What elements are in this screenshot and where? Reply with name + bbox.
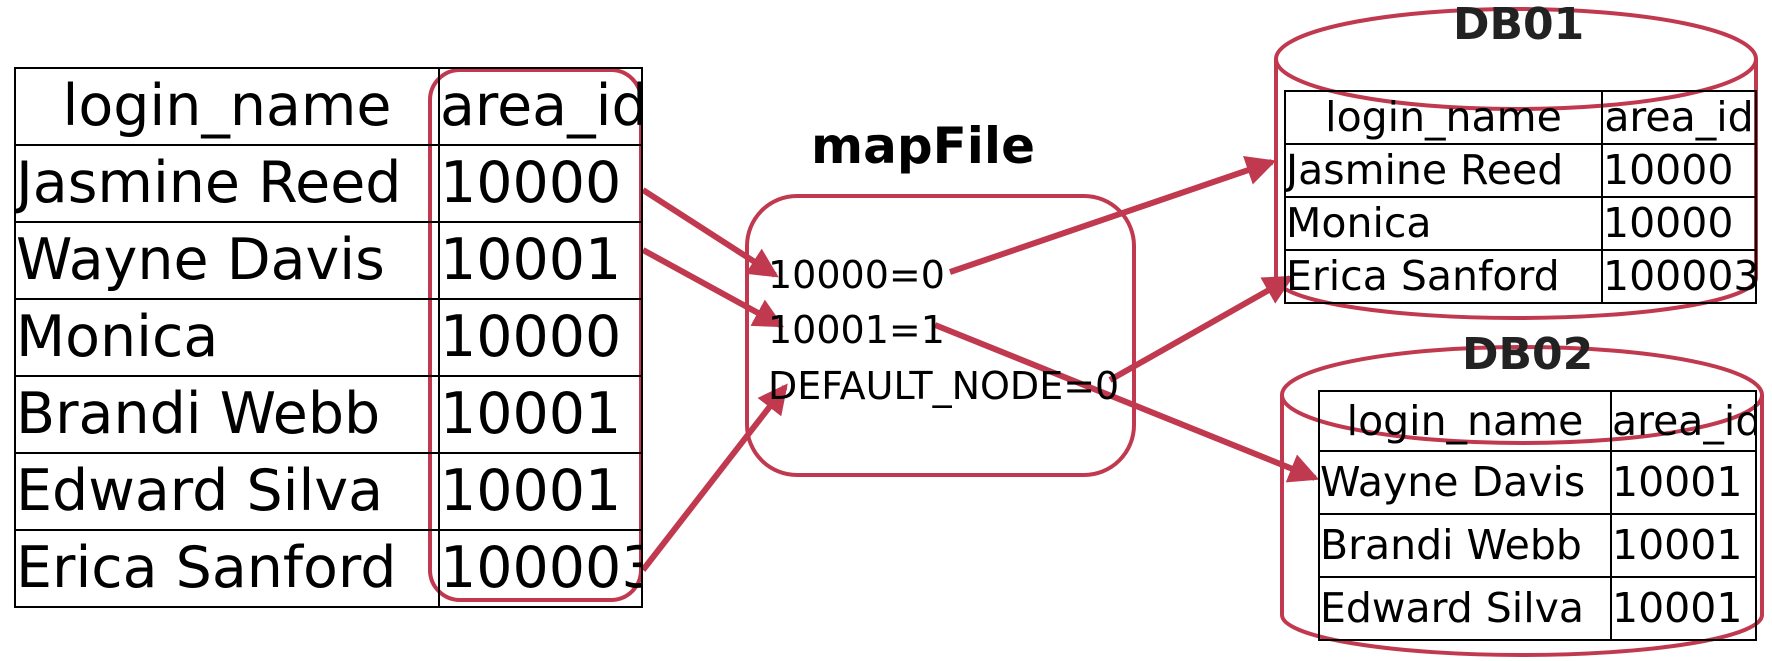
table-row: Edward Silva 10001 <box>14 452 643 531</box>
area-id-cell: 100003 <box>438 529 643 608</box>
area-id-cell: 10001 <box>438 375 643 454</box>
area-id-cell: 10000 <box>438 298 643 377</box>
login-name-cell: Erica Sanford <box>14 529 440 608</box>
db01-label: DB01 <box>1453 0 1585 50</box>
arrow-10001-to-map <box>641 247 784 328</box>
map-entry: 10001=1 <box>768 308 945 352</box>
map-entry-default-node: DEFAULT_NODE=0 <box>768 364 1120 408</box>
login-name-cell: Erica Sanford <box>1284 249 1603 304</box>
main-header-area-id: area_id <box>438 67 643 146</box>
arrow-map-to-db01 <box>949 156 1277 275</box>
area-id-cell: 10001 <box>438 452 643 531</box>
login-name-cell: Edward Silva <box>1318 576 1612 641</box>
table-row: Brandi Webb 10001 <box>1318 513 1757 578</box>
arrow-100003-to-map <box>640 383 788 572</box>
db02-header-row: login_name area_id <box>1318 390 1757 452</box>
db01-header-area-id: area_id <box>1601 90 1757 145</box>
login-name-cell: Monica <box>1284 196 1603 251</box>
area-id-cell: 10000 <box>1601 143 1757 198</box>
login-name-cell: Brandi Webb <box>14 375 440 454</box>
table-row: Jasmine Reed 10000 <box>1284 143 1757 198</box>
db02-header-login-name: login_name <box>1318 390 1612 452</box>
area-id-cell: 10001 <box>1610 450 1757 515</box>
login-name-cell: Monica <box>14 298 440 377</box>
map-entry: 10000=0 <box>768 253 945 297</box>
db01-header-row: login_name area_id <box>1284 90 1757 145</box>
area-id-cell: 10001 <box>438 221 643 300</box>
table-row: Monica 10000 <box>1284 196 1757 251</box>
main-table: login_name area_id Jasmine Reed 10000 Wa… <box>14 67 643 608</box>
table-row: Wayne Davis 10001 <box>14 221 643 300</box>
login-name-cell: Brandi Webb <box>1318 513 1612 578</box>
table-row: Erica Sanford 100003 <box>14 529 643 608</box>
db02-header-area-id: area_id <box>1610 390 1757 452</box>
login-name-cell: Wayne Davis <box>1318 450 1612 515</box>
table-row: Wayne Davis 10001 <box>1318 450 1757 515</box>
table-row: Brandi Webb 10001 <box>14 375 643 454</box>
table-row: Monica 10000 <box>14 298 643 377</box>
mapfile-box <box>745 194 1136 477</box>
mapfile-title: mapFile <box>811 117 1035 175</box>
login-name-cell: Wayne Davis <box>14 221 440 300</box>
area-id-cell: 100003 <box>1601 249 1757 304</box>
arrow-default-to-db01 <box>1108 275 1294 383</box>
arrow-map-to-db02 <box>933 322 1320 483</box>
area-id-cell: 10001 <box>1610 513 1757 578</box>
main-table-header-row: login_name area_id <box>14 67 643 146</box>
table-row: Edward Silva 10001 <box>1318 576 1757 641</box>
table-row: Erica Sanford 100003 <box>1284 249 1757 304</box>
arrow-10000-to-map <box>641 187 779 278</box>
table-row: Jasmine Reed 10000 <box>14 144 643 223</box>
login-name-cell: Edward Silva <box>14 452 440 531</box>
login-name-cell: Jasmine Reed <box>1284 143 1603 198</box>
db01-table: login_name area_id Jasmine Reed 10000 Mo… <box>1284 90 1757 304</box>
db02-table: login_name area_id Wayne Davis 10001 Bra… <box>1318 390 1757 641</box>
main-header-login-name: login_name <box>14 67 440 146</box>
db01-header-login-name: login_name <box>1284 90 1603 145</box>
db02-label: DB02 <box>1462 329 1594 380</box>
login-name-cell: Jasmine Reed <box>14 144 440 223</box>
area-id-cell: 10001 <box>1610 576 1757 641</box>
area-id-cell: 10000 <box>438 144 643 223</box>
area-id-cell: 10000 <box>1601 196 1757 251</box>
